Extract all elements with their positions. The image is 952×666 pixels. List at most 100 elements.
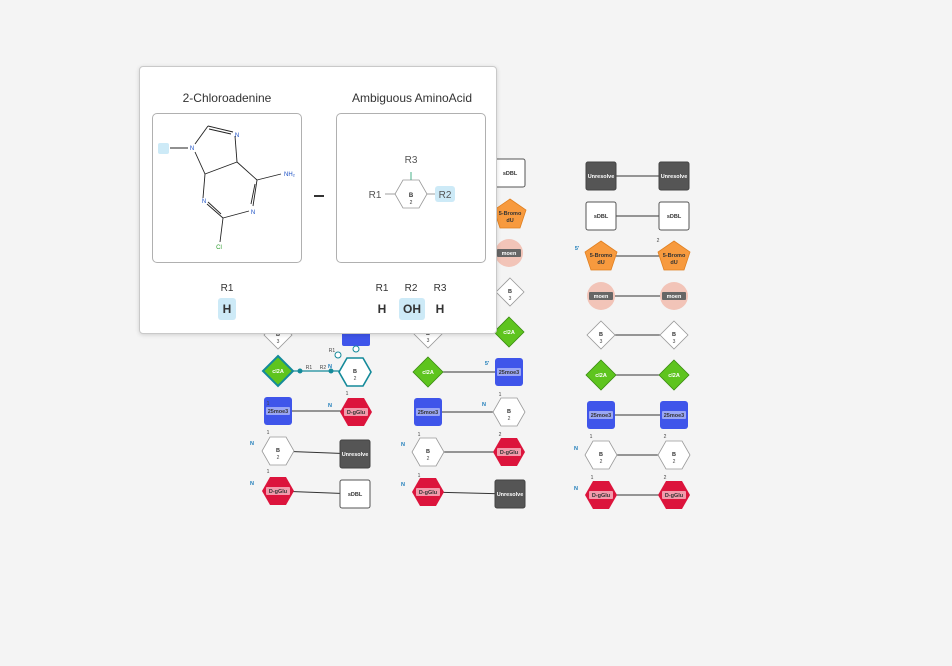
- monomer-label: moen: [667, 294, 682, 300]
- monomer-dglu[interactable]: D-gGlu: [585, 481, 617, 509]
- atom-n1: N: [251, 210, 255, 216]
- attachment-point-r1: [158, 143, 169, 154]
- monomer-sdbl[interactable]: sDBL: [658, 201, 690, 231]
- monomer-number: 3: [427, 338, 430, 344]
- atom-cl: Cl: [216, 245, 222, 251]
- monomer-sdbl[interactable]: sDBL: [585, 201, 617, 231]
- monomer-label: Unresolve: [497, 492, 524, 498]
- right-r3-header: R3: [433, 283, 447, 294]
- monomer-label: D-gGlu: [592, 493, 610, 499]
- monomer-label: B: [353, 369, 357, 375]
- monomer-sdbl[interactable]: sDBL: [339, 479, 371, 509]
- monomer-label: B: [276, 332, 280, 338]
- monomer-sdbl[interactable]: sDBL: [494, 158, 526, 188]
- monomer-moen[interactable]: moen: [587, 282, 615, 310]
- monomer-dglu[interactable]: D-gGlu: [493, 438, 525, 466]
- monomer-number: 3: [600, 339, 603, 345]
- monomer-dglu[interactable]: D-gGlu: [658, 481, 690, 509]
- chloroadenine-structure: N N N N NH₂ Cl: [158, 125, 296, 251]
- index-label: N: [401, 442, 405, 448]
- monomer-moe3[interactable]: 25moe3: [495, 358, 523, 386]
- monomer-cl2a-sel[interactable]: cl2A: [261, 354, 295, 388]
- monomer-unres[interactable]: Unresolve: [658, 161, 690, 191]
- monomer-label: cl2A: [668, 373, 680, 379]
- monomer-label: cl2A: [422, 370, 434, 376]
- right-monomer-title: Ambiguous AminoAcid: [351, 91, 473, 105]
- monomer-number: 2: [673, 459, 676, 465]
- left-r1-value: H: [218, 298, 236, 320]
- monomer-unres[interactable]: Unresolve: [339, 439, 371, 469]
- monomer-moe3[interactable]: 25moe3: [587, 401, 615, 429]
- monomer-cl2a[interactable]: cl2A: [493, 316, 525, 348]
- right-r2-header: R2: [404, 283, 418, 294]
- monomer-label: Unresolve: [661, 174, 688, 180]
- monomer-b[interactable]: B2: [411, 437, 445, 467]
- monomer-cl2a[interactable]: cl2A: [412, 356, 444, 388]
- monomer-label: 5-Bromo: [590, 253, 613, 259]
- monomer-b[interactable]: B2: [657, 440, 691, 470]
- monomer-cl2a[interactable]: cl2A: [585, 359, 617, 391]
- index-label: N: [250, 481, 254, 487]
- monomer-moe3[interactable]: 25moe3: [414, 398, 442, 426]
- index-label: 1: [267, 469, 270, 475]
- index-label: 1: [591, 475, 594, 481]
- monomer-number: 2: [600, 459, 603, 465]
- monomer-label: dU: [597, 260, 604, 266]
- monomer-b[interactable]: B2: [492, 397, 526, 427]
- monomer-b[interactable]: B2: [584, 440, 618, 470]
- monomer-b-sel[interactable]: B2: [338, 357, 372, 387]
- monomer-label: 25moe3: [499, 370, 520, 376]
- monomer-label: 25moe3: [268, 409, 289, 415]
- monomer-label: B: [276, 448, 280, 454]
- index-label: 2: [664, 475, 667, 481]
- monomer-unres[interactable]: Unresolve: [494, 479, 526, 509]
- monomer-label: sDBL: [594, 214, 609, 220]
- monomer-letter: B: [409, 193, 414, 199]
- monomer-label: cl2A: [272, 369, 284, 375]
- monomer-label: moen: [594, 294, 609, 300]
- index-label: N: [328, 403, 332, 409]
- r1-label: R1: [369, 190, 382, 201]
- r3-label: R3: [405, 155, 418, 166]
- right-r3-value: H: [435, 302, 445, 316]
- monomer-diamond[interactable]: B3: [495, 277, 525, 307]
- monomer-moe3-partial[interactable]: [342, 332, 370, 346]
- monomer-moe3[interactable]: 25moe3: [660, 401, 688, 429]
- monomer-label: B: [507, 409, 511, 415]
- monomer-cl2a[interactable]: cl2A: [658, 359, 690, 391]
- monomer-b[interactable]: B2: [261, 436, 295, 466]
- r2-label: R2: [439, 190, 452, 201]
- monomer-diamond[interactable]: B3: [659, 320, 689, 350]
- monomer-label: 25moe3: [591, 413, 612, 419]
- monomer-label: B: [426, 449, 430, 455]
- monomer-dglu[interactable]: D-gGlu: [412, 478, 444, 506]
- monomer-moe3[interactable]: 25moe3: [264, 397, 292, 425]
- atom-nh2: NH₂: [284, 172, 296, 178]
- monomer-label: 25moe3: [664, 413, 685, 419]
- right-structure-box: B 2 R3 R1 R2: [336, 113, 486, 263]
- monomer-moen[interactable]: moen: [495, 239, 523, 267]
- monomer-label: D-gGlu: [269, 489, 287, 495]
- monomer-dglu[interactable]: D-gGlu: [340, 398, 372, 426]
- monomer-moen[interactable]: moen: [660, 282, 688, 310]
- monomer-label: cl2A: [595, 373, 607, 379]
- right-r1-header: R1: [375, 283, 389, 294]
- monomer-dglu[interactable]: D-gGlu: [262, 477, 294, 505]
- bond-point: [334, 351, 342, 359]
- monomer-label: D-gGlu: [347, 410, 365, 416]
- monomer-diamond[interactable]: B3: [586, 320, 616, 350]
- index-label: 1: [346, 391, 349, 397]
- monomer-label: B: [672, 332, 676, 338]
- monomer-number: 2: [508, 416, 511, 422]
- index-label: R2: [320, 365, 327, 371]
- index-label: 1: [499, 392, 502, 398]
- monomer-number: 2: [410, 200, 413, 206]
- atom-n3: N: [202, 199, 206, 205]
- monomer-tooltip: 2-Chloroadenine Ambiguous AminoAcid: [139, 66, 497, 334]
- monomer-unres[interactable]: Unresolve: [585, 161, 617, 191]
- index-label: 5': [485, 361, 490, 367]
